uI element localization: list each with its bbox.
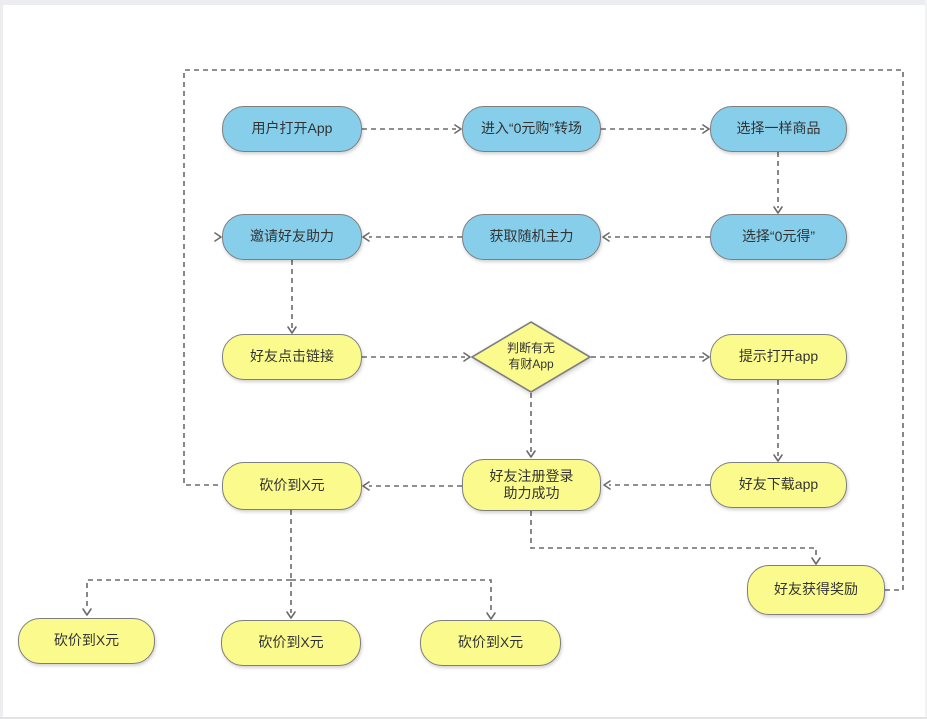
canvas-frame-left <box>0 0 3 719</box>
node-friend-download[interactable]: 好友下载app <box>710 462 847 508</box>
node-friend-reward-label: 好友获得奖励 <box>774 581 858 598</box>
diamond-shape <box>471 321 591 393</box>
node-friend-click-link-label: 好友点击链接 <box>250 348 334 365</box>
node-choose-zero-get[interactable]: 选择“0元得” <box>710 214 847 260</box>
node-cut-price-1[interactable]: 砍价到X元 <box>18 618 155 664</box>
node-choose-product-label: 选择一样商品 <box>736 120 821 137</box>
node-check-app-installed[interactable]: 判断有无 有财App <box>471 321 591 393</box>
connector-register-to-reward <box>530 511 817 559</box>
node-cut-price-2-label: 砍价到X元 <box>258 634 324 651</box>
node-check-app-installed-label: 判断有无 有财App <box>506 341 555 371</box>
node-cut-price-3[interactable]: 砍价到X元 <box>420 620 561 666</box>
connector-cut-price-to-bottom1 <box>86 579 291 610</box>
node-random-power[interactable]: 获取随机主力 <box>462 214 601 260</box>
node-friend-reward[interactable]: 好友获得奖励 <box>747 565 885 615</box>
node-enter-zero-buy[interactable]: 进入“0元购”转场 <box>462 106 601 152</box>
node-friend-register-label: 好友注册登录 助力成功 <box>489 467 574 502</box>
node-cut-price-main[interactable]: 砍价到X元 <box>222 462 362 510</box>
node-cut-price-3-label: 砍价到X元 <box>457 634 524 651</box>
node-choose-product[interactable]: 选择一样商品 <box>710 106 847 152</box>
node-friend-download-label: 好友下载app <box>738 476 819 493</box>
node-cut-price-2[interactable]: 砍价到X元 <box>221 620 361 666</box>
node-cut-price-1-label: 砍价到X元 <box>53 632 120 649</box>
node-enter-zero-buy-label: 进入“0元购”转场 <box>480 120 583 137</box>
node-friend-click-link[interactable]: 好友点击链接 <box>222 334 362 380</box>
connector-cut-price-to-bottom3 <box>291 579 492 614</box>
canvas-frame-right <box>925 0 927 719</box>
node-choose-zero-get-label: 选择“0元得” <box>741 228 816 245</box>
node-invite-friends[interactable]: 邀请好友助力 <box>222 214 362 260</box>
canvas-frame-top <box>0 0 927 5</box>
node-prompt-open-app[interactable]: 提示打开app <box>710 334 847 380</box>
node-random-power-label: 获取随机主力 <box>489 228 574 245</box>
node-open-app[interactable]: 用户打开App <box>222 106 362 152</box>
node-invite-friends-label: 邀请好友助力 <box>250 228 334 245</box>
node-prompt-open-app-label: 提示打开app <box>738 348 819 365</box>
canvas-frame-bottom <box>0 717 927 719</box>
node-friend-register[interactable]: 好友注册登录 助力成功 <box>462 459 601 511</box>
node-open-app-label: 用户打开App <box>251 120 333 137</box>
node-cut-price-main-label: 砍价到X元 <box>259 477 325 494</box>
